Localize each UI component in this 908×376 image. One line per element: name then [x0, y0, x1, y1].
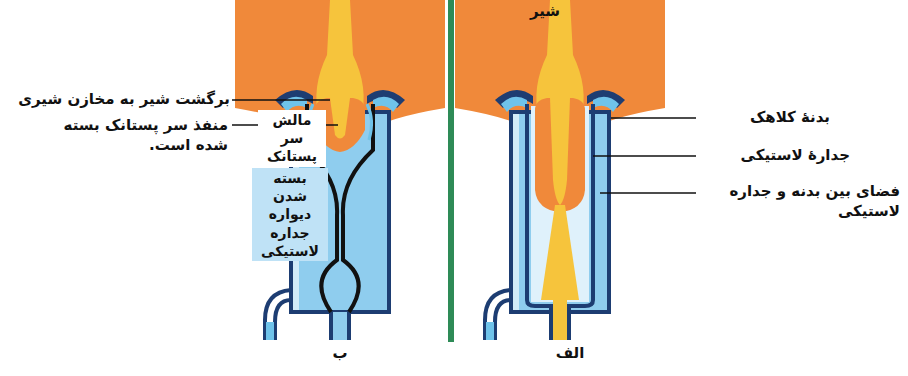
- part-label: بسته شدن دیواره جداره لاستیکی: [252, 168, 328, 261]
- part-label: بدنۀ کلاهک: [700, 108, 830, 128]
- part-label: جدارۀ لاستیکی: [700, 146, 850, 166]
- milk-label: شیر: [520, 2, 570, 22]
- part-label: مالش سر پستانک: [258, 110, 326, 167]
- panel-letter: ب: [300, 344, 380, 364]
- part-label: فضای بین بدنه و جداره لاستیکی: [700, 182, 900, 221]
- part-label: منفذ سر پستانک بسته شده است.: [40, 116, 228, 155]
- panel-letter: الف: [530, 344, 610, 364]
- part-label: برگشت شیر به مخازن شیری: [4, 90, 230, 110]
